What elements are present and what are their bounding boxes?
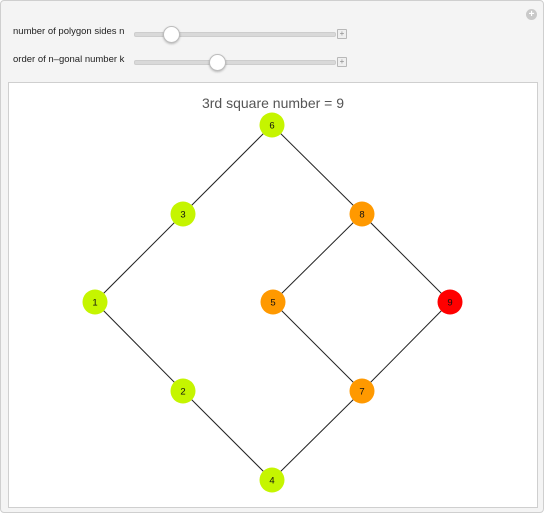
node-label: 1 <box>92 298 97 309</box>
edge-1-3 <box>94 213 184 303</box>
plus-circle-icon[interactable]: + <box>526 9 537 20</box>
node-label: 8 <box>359 210 364 221</box>
node-circle <box>259 467 285 493</box>
node-circle <box>437 289 463 315</box>
edge-1-2 <box>94 301 184 392</box>
node-9: 9 <box>437 289 463 315</box>
edge-4-7 <box>271 390 363 481</box>
edge-5-7 <box>272 301 363 392</box>
edge-8-9 <box>361 213 451 303</box>
sides-slider-thumb[interactable] <box>163 26 180 43</box>
node-circle <box>349 378 375 404</box>
sides-label: number of polygon sides n <box>13 26 125 37</box>
node-label: 9 <box>447 298 452 309</box>
order-control: order of n–gonal number k + <box>1 51 544 71</box>
node-label: 4 <box>269 476 274 487</box>
node-5: 5 <box>260 289 286 315</box>
node-7: 7 <box>349 378 375 404</box>
plus-square-icon[interactable]: + <box>337 57 347 67</box>
sides-slider[interactable] <box>134 26 336 43</box>
node-circle <box>259 112 285 138</box>
sides-control: number of polygon sides n + <box>1 23 544 43</box>
node-label: 2 <box>180 387 185 398</box>
node-label: 3 <box>180 210 185 221</box>
nodes-layer: 1 2 3 4 5 6 7 8 9 <box>82 112 463 493</box>
node-4: 4 <box>259 467 285 493</box>
node-circle <box>170 378 196 404</box>
order-slider-thumb[interactable] <box>209 54 226 71</box>
edge-2-4 <box>182 390 273 481</box>
node-circle <box>170 201 196 227</box>
edge-7-9 <box>361 301 451 392</box>
node-2: 2 <box>170 378 196 404</box>
node-circle <box>349 201 375 227</box>
node-1: 1 <box>82 289 108 315</box>
node-circle <box>82 289 108 315</box>
node-6: 6 <box>259 112 285 138</box>
polygonal-number-diagram: 3rd square number = 9 1 2 3 4 5 6 7 8 9 <box>82 95 463 493</box>
edges-layer <box>94 124 451 481</box>
edge-8-5 <box>272 213 363 303</box>
edge-6-8 <box>271 124 363 215</box>
node-label: 5 <box>270 298 275 309</box>
edge-3-6 <box>182 124 273 215</box>
plus-square-icon[interactable]: + <box>337 29 347 39</box>
node-8: 8 <box>349 201 375 227</box>
order-slider[interactable] <box>134 54 336 71</box>
plot-title: 3rd square number = 9 <box>202 95 344 111</box>
plot-panel: 3rd square number = 9 1 2 3 4 5 6 7 8 9 <box>8 82 538 508</box>
node-3: 3 <box>170 201 196 227</box>
order-label: order of n–gonal number k <box>13 54 125 65</box>
node-label: 6 <box>269 121 274 132</box>
node-label: 7 <box>359 387 364 398</box>
node-circle <box>260 289 286 315</box>
